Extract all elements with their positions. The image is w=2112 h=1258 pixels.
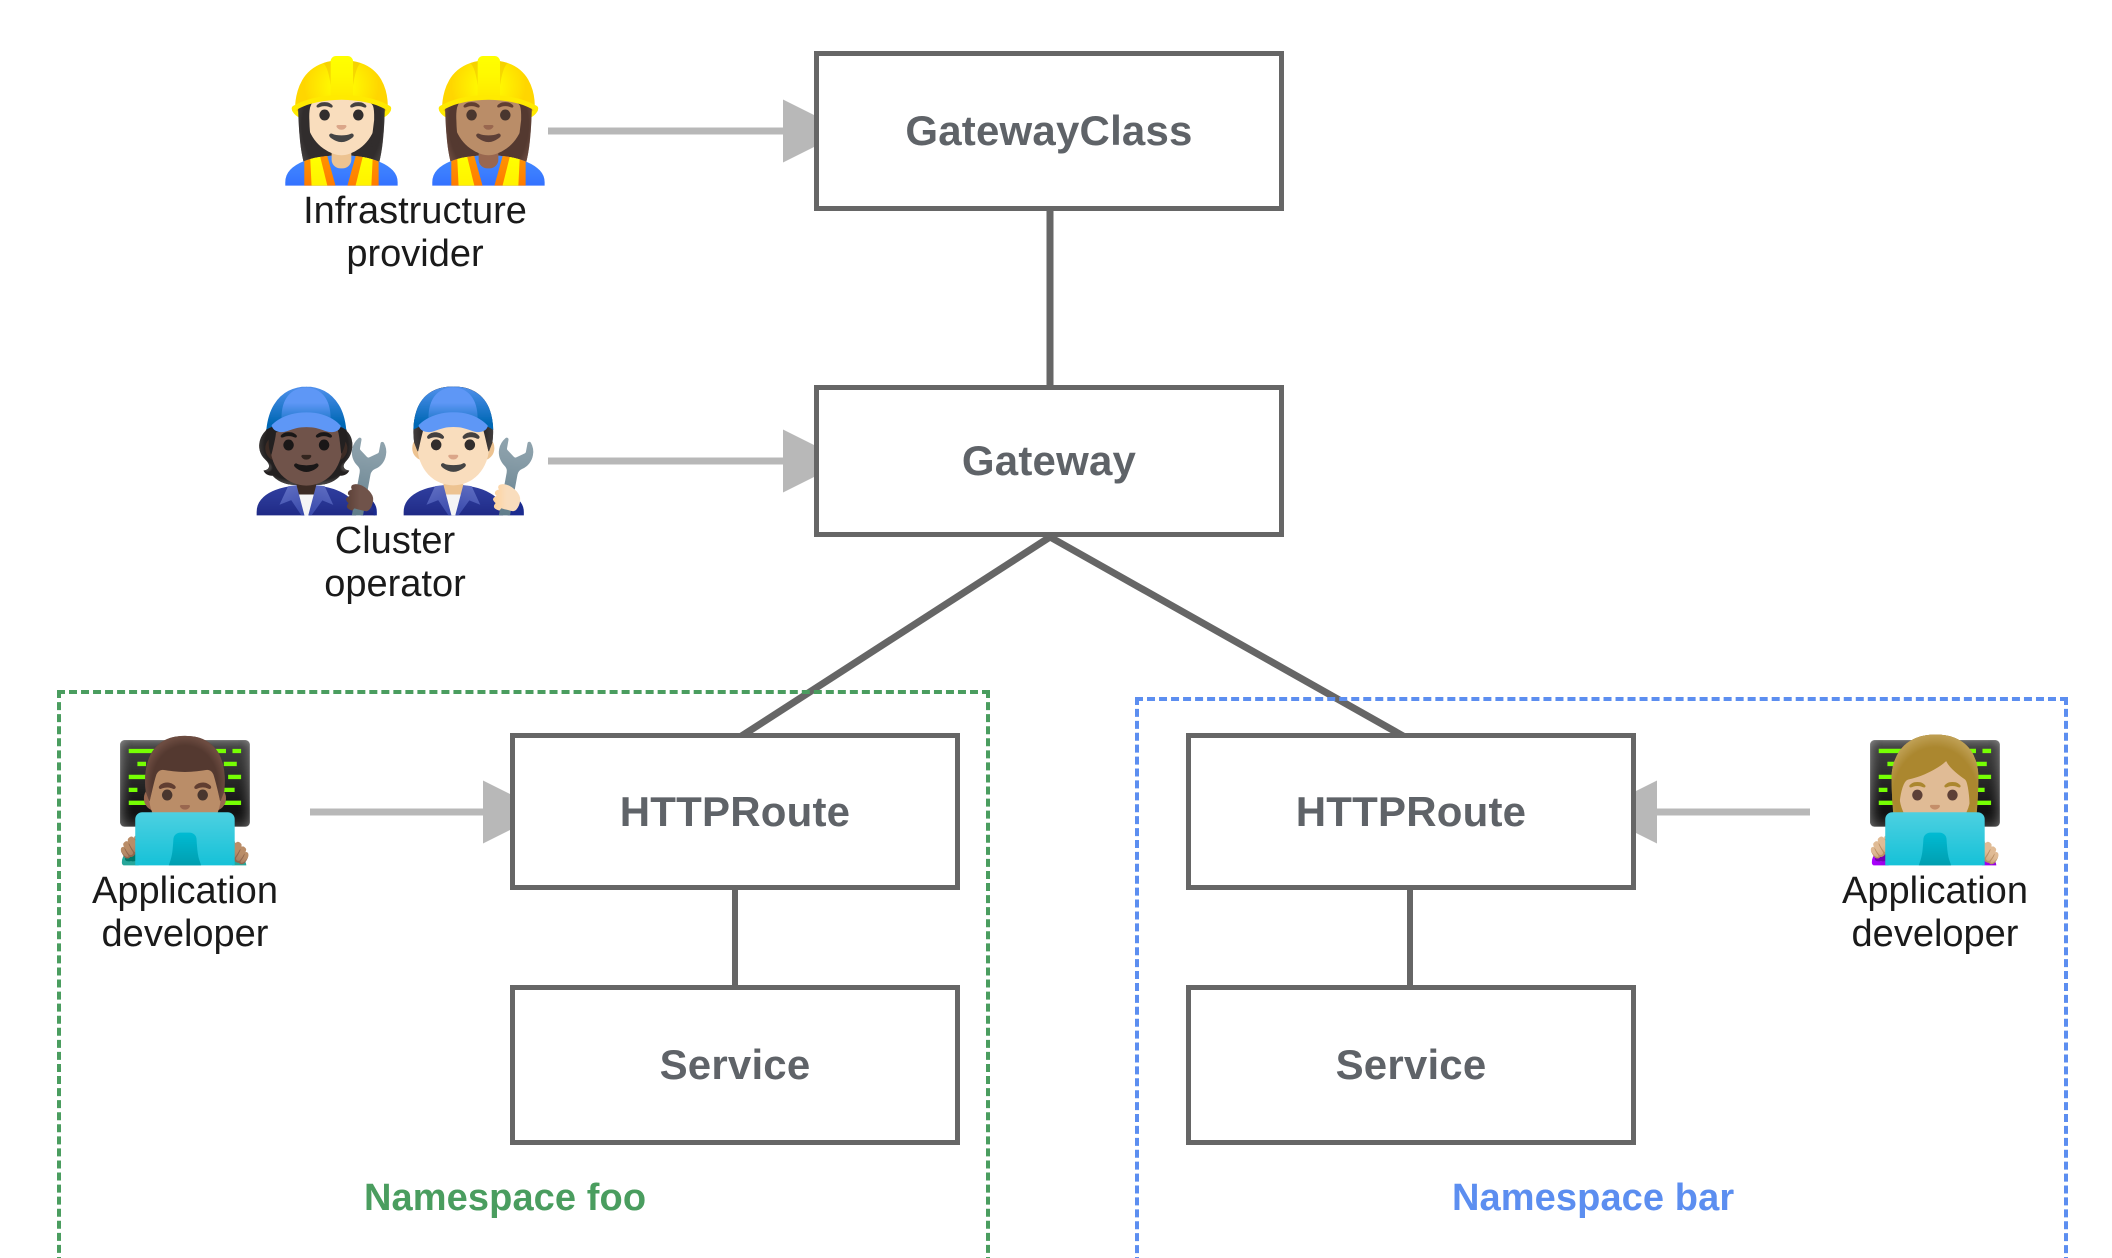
cluster-operator-icons: 🧑🏿‍🔧 👨🏻‍🔧 bbox=[248, 370, 542, 510]
cluster-operator-caption: Cluster operator bbox=[324, 520, 466, 605]
namespace-foo-container bbox=[57, 690, 990, 1258]
gatewayclass-label: GatewayClass bbox=[905, 107, 1193, 154]
namespace-foo-label: Namespace foo bbox=[364, 1177, 647, 1219]
service-bar-box[interactable]: Service bbox=[1186, 985, 1636, 1145]
infrastructure-provider-icons: 👷🏻‍♀️ 👷🏽‍♀️ bbox=[268, 40, 562, 180]
httproute-foo-label: HTTPRoute bbox=[619, 787, 851, 835]
persona-application-developer-foo: 👨🏽‍💻 Application developer bbox=[40, 720, 330, 955]
httproute-bar-box[interactable]: HTTPRoute bbox=[1186, 733, 1636, 890]
service-foo-label: Service bbox=[659, 1041, 811, 1088]
mechanic-dark-icon: 🧑🏿‍🔧 bbox=[248, 385, 395, 517]
namespace-bar-label: Namespace bar bbox=[1452, 1177, 1735, 1219]
namespace-bar-container bbox=[1135, 697, 2068, 1258]
woman-construction-worker-medium-icon: 👷🏽‍♀️ bbox=[415, 55, 562, 187]
gateway-label: Gateway bbox=[961, 437, 1137, 484]
httproute-bar-label: HTTPRoute bbox=[1295, 787, 1527, 835]
gatewayclass-box[interactable]: GatewayClass bbox=[814, 51, 1284, 211]
application-developer-foo-icons: 👨🏽‍💻 bbox=[112, 720, 259, 860]
service-foo-box[interactable]: Service bbox=[510, 985, 960, 1145]
man-mechanic-light-icon: 👨🏻‍🔧 bbox=[395, 385, 542, 517]
woman-technologist-icon: 👩🏼‍💻 bbox=[1861, 735, 2009, 867]
man-technologist-icon: 👨🏽‍💻 bbox=[111, 735, 259, 867]
service-bar-label: Service bbox=[1335, 1041, 1487, 1088]
application-developer-bar-icons: 👩🏼‍💻 bbox=[1862, 720, 2009, 860]
persona-application-developer-bar: 👩🏼‍💻 Application developer bbox=[1790, 720, 2080, 955]
application-developer-foo-caption: Application developer bbox=[92, 870, 278, 955]
application-developer-bar-caption: Application developer bbox=[1842, 870, 2028, 955]
persona-infrastructure-provider: 👷🏻‍♀️ 👷🏽‍♀️ Infrastructure provider bbox=[235, 40, 595, 275]
infrastructure-provider-caption: Infrastructure provider bbox=[303, 190, 527, 275]
persona-cluster-operator: 🧑🏿‍🔧 👨🏻‍🔧 Cluster operator bbox=[215, 370, 575, 605]
woman-construction-worker-light-icon: 👷🏻‍♀️ bbox=[268, 55, 415, 187]
httproute-foo-box[interactable]: HTTPRoute bbox=[510, 733, 960, 890]
gateway-box[interactable]: Gateway bbox=[814, 385, 1284, 537]
